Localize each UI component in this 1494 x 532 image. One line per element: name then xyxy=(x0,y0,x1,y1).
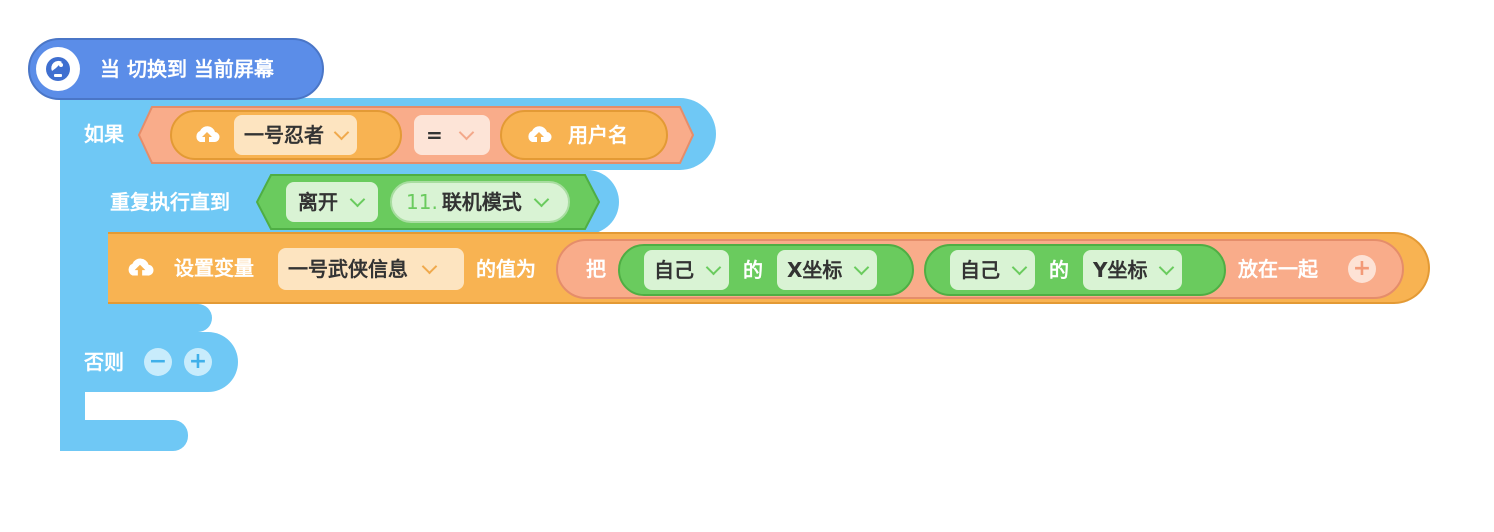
x-coordinate-dropdown[interactable]: X坐标 xyxy=(777,250,878,290)
x-coordinate-value: X坐标 xyxy=(787,258,843,282)
else-add-button[interactable]: + xyxy=(184,348,212,376)
leave-value: 离开 xyxy=(298,190,338,214)
variable-dropdown[interactable]: 一号武侠信息 xyxy=(278,248,464,290)
username-label: 用户名 xyxy=(568,123,628,147)
value-is-label: 的值为 xyxy=(476,257,536,281)
online-mode-prefix: 11. xyxy=(406,190,438,214)
set-variable-label: 设置变量 xyxy=(174,256,254,280)
when-switch-screen-hat-block[interactable]: 当 切换到 当前屏幕 xyxy=(28,38,324,100)
chevron-down-icon xyxy=(1159,259,1175,276)
cloud-upload-icon xyxy=(196,126,220,143)
self-object-value: 自己 xyxy=(654,258,694,282)
chevron-down-icon xyxy=(705,259,722,276)
y-coordinate-value: Y坐标 xyxy=(1093,258,1148,282)
operator-value: = xyxy=(426,123,443,147)
if-block-spine xyxy=(60,160,85,450)
leave-dropdown[interactable]: 离开 xyxy=(286,182,378,222)
join-label: 把 xyxy=(586,257,606,281)
variable-value: 一号武侠信息 xyxy=(288,257,408,281)
repeat-block-bottom xyxy=(85,304,212,332)
operator-dropdown[interactable]: = xyxy=(414,115,490,155)
cloud-username-reporter[interactable]: 用户名 xyxy=(500,110,668,160)
put-together-label: 放在一起 xyxy=(1238,257,1318,281)
self-object-dropdown[interactable]: 自己 xyxy=(644,250,729,290)
repeat-until-label: 重复执行直到 xyxy=(110,190,230,214)
if-label: 如果 xyxy=(84,122,124,146)
cloud-variable-reporter[interactable]: 一号忍者 xyxy=(170,110,402,160)
plus-icon: + xyxy=(1352,256,1372,281)
chevron-down-icon xyxy=(333,124,350,141)
self-object-value: 自己 xyxy=(960,258,1000,282)
hat-label: 当 切换到 当前屏幕 xyxy=(100,57,274,81)
else-remove-button[interactable]: − xyxy=(144,348,172,376)
of-label: 的 xyxy=(1049,258,1069,282)
if-block-bottom xyxy=(60,420,188,451)
chevron-down-icon xyxy=(1011,259,1028,276)
satellite-dish-icon xyxy=(46,57,70,81)
cloud-variable-value: 一号忍者 xyxy=(244,123,324,147)
minus-icon: − xyxy=(148,349,168,374)
online-mode-dropdown[interactable]: 11. 联机模式 xyxy=(390,181,570,223)
of-label: 的 xyxy=(743,258,763,282)
cloud-upload-icon xyxy=(128,258,154,276)
chevron-down-icon xyxy=(349,191,366,208)
online-mode-value: 联机模式 xyxy=(441,190,522,214)
else-label: 否则 xyxy=(84,350,124,374)
chevron-down-icon xyxy=(533,191,550,208)
self-y-reporter[interactable]: 自己 的 Y坐标 xyxy=(924,244,1226,296)
cloud-upload-icon xyxy=(528,126,552,143)
y-coordinate-dropdown[interactable]: Y坐标 xyxy=(1083,250,1183,290)
join-add-item-button[interactable]: + xyxy=(1348,255,1376,283)
plus-icon: + xyxy=(188,349,208,374)
cloud-variable-dropdown[interactable]: 一号忍者 xyxy=(234,115,357,155)
chevron-down-icon xyxy=(421,258,438,275)
self-x-reporter[interactable]: 自己 的 X坐标 xyxy=(618,244,914,296)
chevron-down-icon xyxy=(854,259,870,276)
chevron-down-icon xyxy=(458,124,475,141)
self-object-dropdown[interactable]: 自己 xyxy=(950,250,1035,290)
hat-icon-wrap xyxy=(36,47,80,91)
